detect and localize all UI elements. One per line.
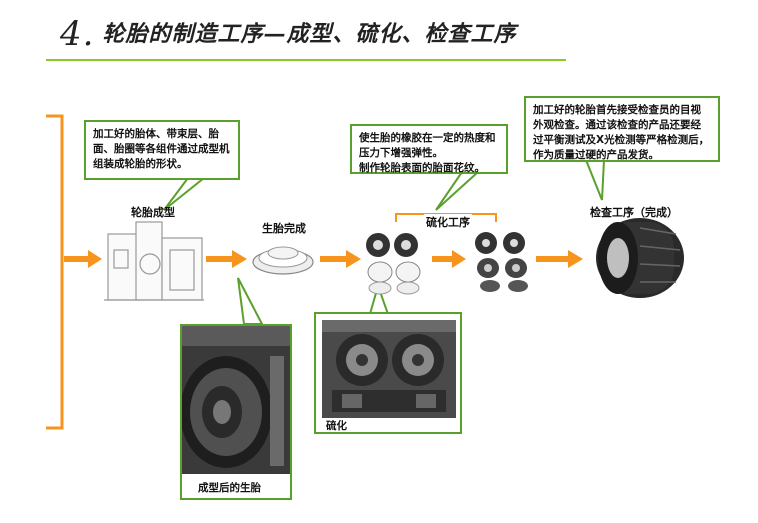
green-tire-photo-image	[182, 326, 290, 474]
arrow-to-green-tire	[206, 250, 247, 268]
arrow-to-inspection	[536, 250, 583, 268]
label-tire-building: 轮胎成型	[131, 206, 175, 219]
caption-green-tire: 成型后的生胎	[198, 482, 261, 494]
curing-callout-pointer	[435, 171, 481, 211]
photo-green-tire: 成型后的生胎	[180, 324, 292, 500]
green-tire-icon	[252, 246, 314, 275]
title-number: 4.	[60, 14, 95, 54]
page-title: 4. 轮胎的制造工序—成型、硫化、检查工序	[60, 14, 516, 54]
title-text: 轮胎的制造工序—成型、硫化、检查工序	[102, 21, 517, 47]
callout-curing: 使生胎的橡胶在一定的热度和压力下增强弹性。 制作轮胎表面的胎面花纹。	[350, 124, 508, 174]
curing-press-photo-image	[322, 320, 456, 418]
callout-building: 加工好的胎体、带束层、胎面、胎圈等各组件通过成型机组装成轮胎的形状。	[84, 120, 240, 180]
finished-tire-icon	[596, 218, 684, 298]
arrow-start	[64, 250, 102, 268]
photo1-pointer	[237, 277, 264, 325]
building-machine-icon	[104, 221, 204, 301]
photo-curing: 硫化	[314, 312, 462, 434]
arrow-to-curing	[320, 250, 361, 268]
label-green-tire: 生胎完成	[262, 222, 306, 235]
curing-tires-icon	[366, 232, 528, 295]
label-curing-process: 硫化工序	[424, 214, 472, 230]
inspection-callout-pointer	[584, 159, 606, 201]
label-inspection: 检查工序（完成）	[590, 206, 678, 219]
title-underline	[46, 59, 566, 61]
callout-inspection: 加工好的轮胎首先接受检查员的目视外观检查。通过该检查的产品还要经过平衡测试及X光…	[524, 96, 720, 162]
arrow-curing-mid	[432, 250, 466, 268]
caption-curing: 硫化	[326, 420, 347, 432]
flow-arrows	[64, 250, 583, 268]
left-bracket	[46, 114, 64, 430]
